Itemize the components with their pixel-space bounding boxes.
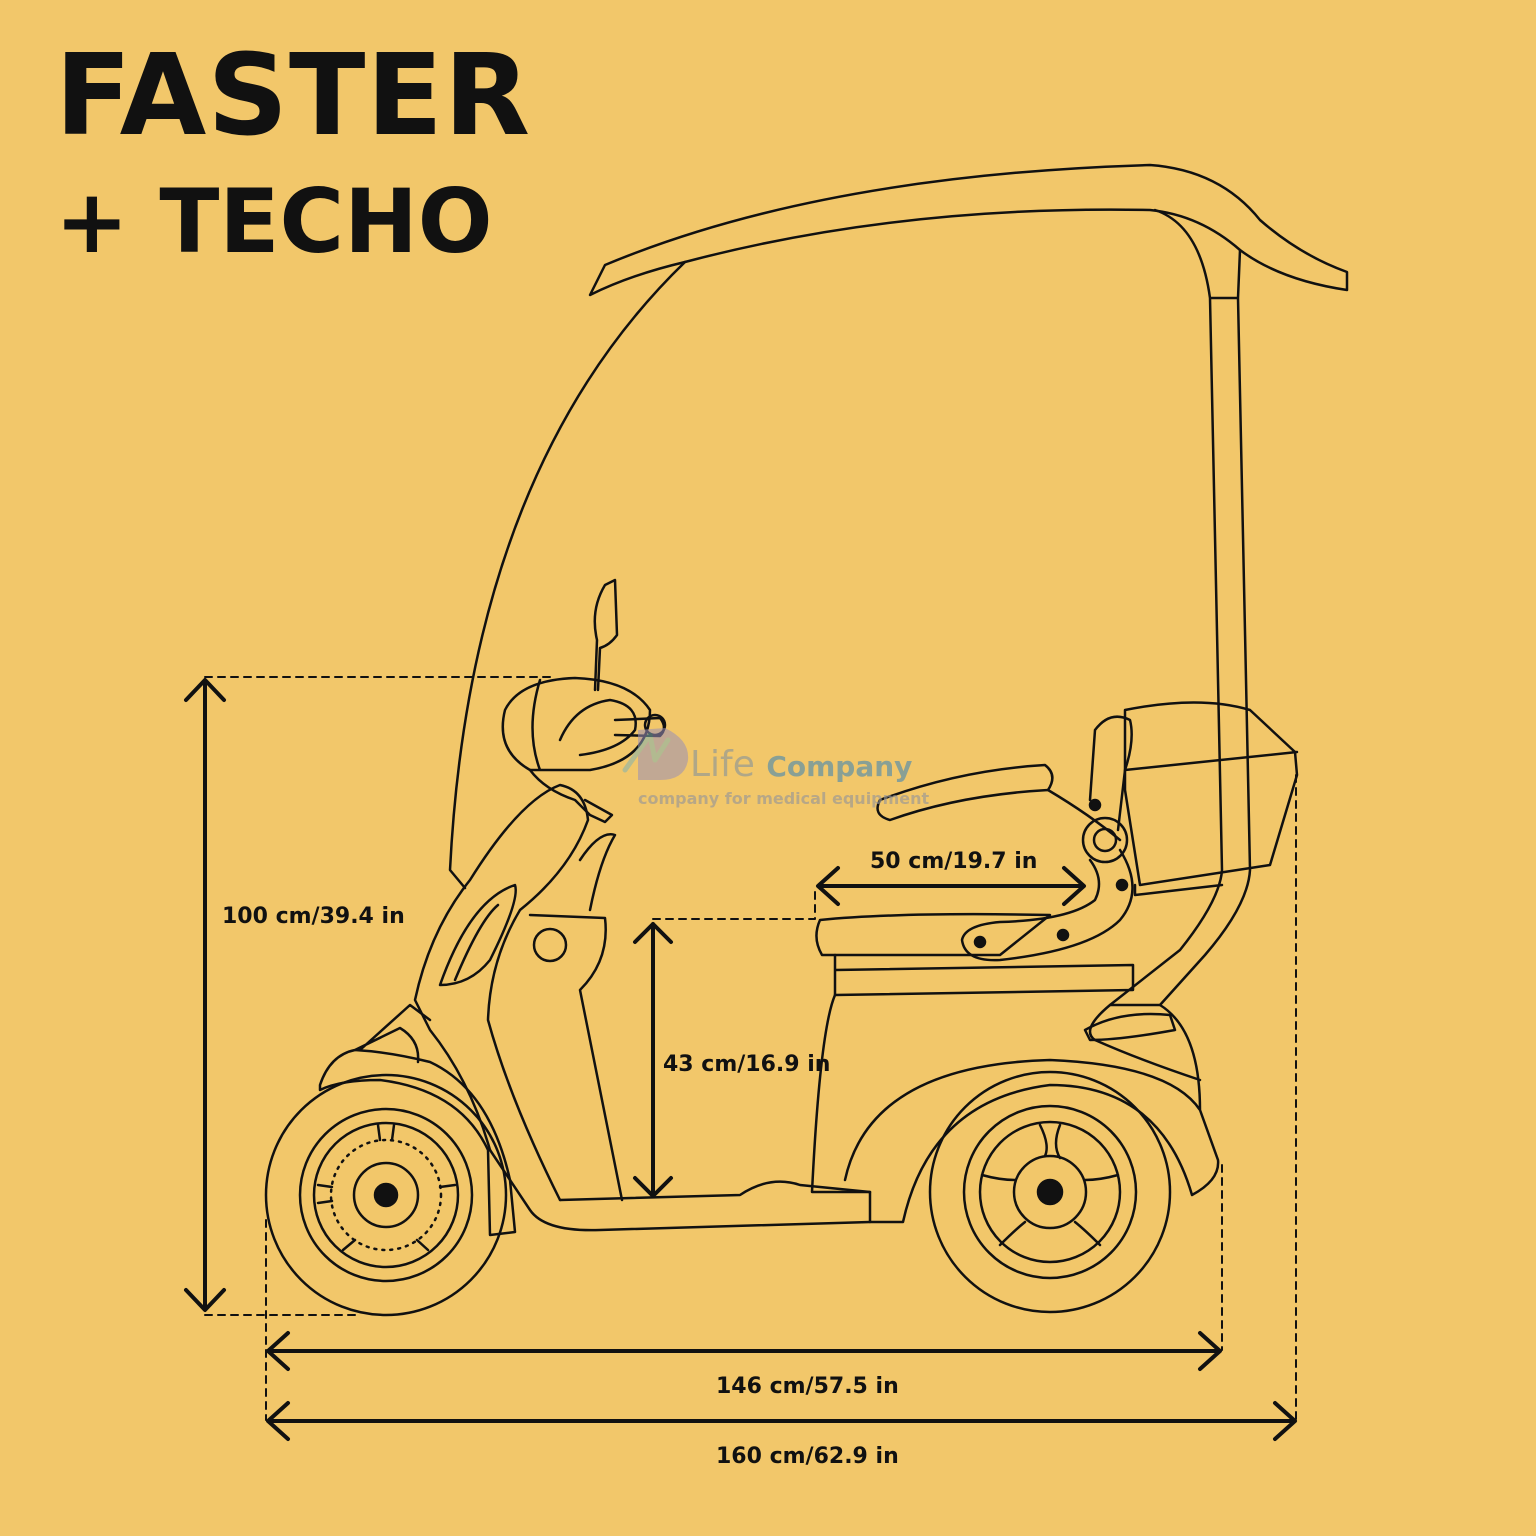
watermark-tagline: company for medical equipment — [638, 789, 930, 808]
rear-body — [810, 993, 1220, 1224]
seat-cushion — [815, 912, 1052, 957]
product-title: FASTER — [55, 31, 532, 161]
seat-depth-label: 50 cm/19.7 in — [870, 849, 1038, 874]
seat-base — [833, 953, 1135, 997]
roof-post — [1108, 208, 1252, 1007]
total-length-label: 160 cm/62.9 in — [716, 1444, 899, 1469]
front-light — [532, 927, 568, 963]
seat-back — [1088, 715, 1133, 832]
front-fender — [318, 1003, 517, 1237]
height-arrow — [184, 678, 226, 1312]
rear-box — [1123, 701, 1299, 897]
total-length-arrow — [266, 1401, 1297, 1441]
watermark-logo — [622, 728, 689, 780]
wheelbase-arrow — [266, 1331, 1222, 1371]
wheelbase-label: 146 cm/57.5 in — [716, 1374, 899, 1399]
watermark-brand: Life Company — [690, 744, 913, 785]
dimension-lines — [184, 678, 1297, 1441]
dimension-guides — [204, 676, 1297, 1421]
steering-column — [413, 783, 590, 1202]
mirror — [593, 578, 619, 692]
height-label: 100 cm/39.4 in — [222, 904, 405, 929]
seat-bracket — [960, 848, 1134, 962]
roof-canopy — [588, 163, 1349, 297]
armrest-pivot — [1081, 816, 1129, 864]
seat-height-label: 43 cm/16.9 in — [663, 1052, 831, 1077]
seat-height-arrow — [633, 922, 673, 1198]
rear-wheel — [928, 1070, 1172, 1314]
windshield — [448, 260, 687, 890]
front-wheel — [264, 1073, 508, 1317]
handlebar-housing — [501, 676, 652, 772]
floorboard — [488, 1148, 872, 1232]
product-subtitle: + TECHO — [55, 170, 493, 273]
seat-depth-arrow — [816, 866, 1086, 906]
